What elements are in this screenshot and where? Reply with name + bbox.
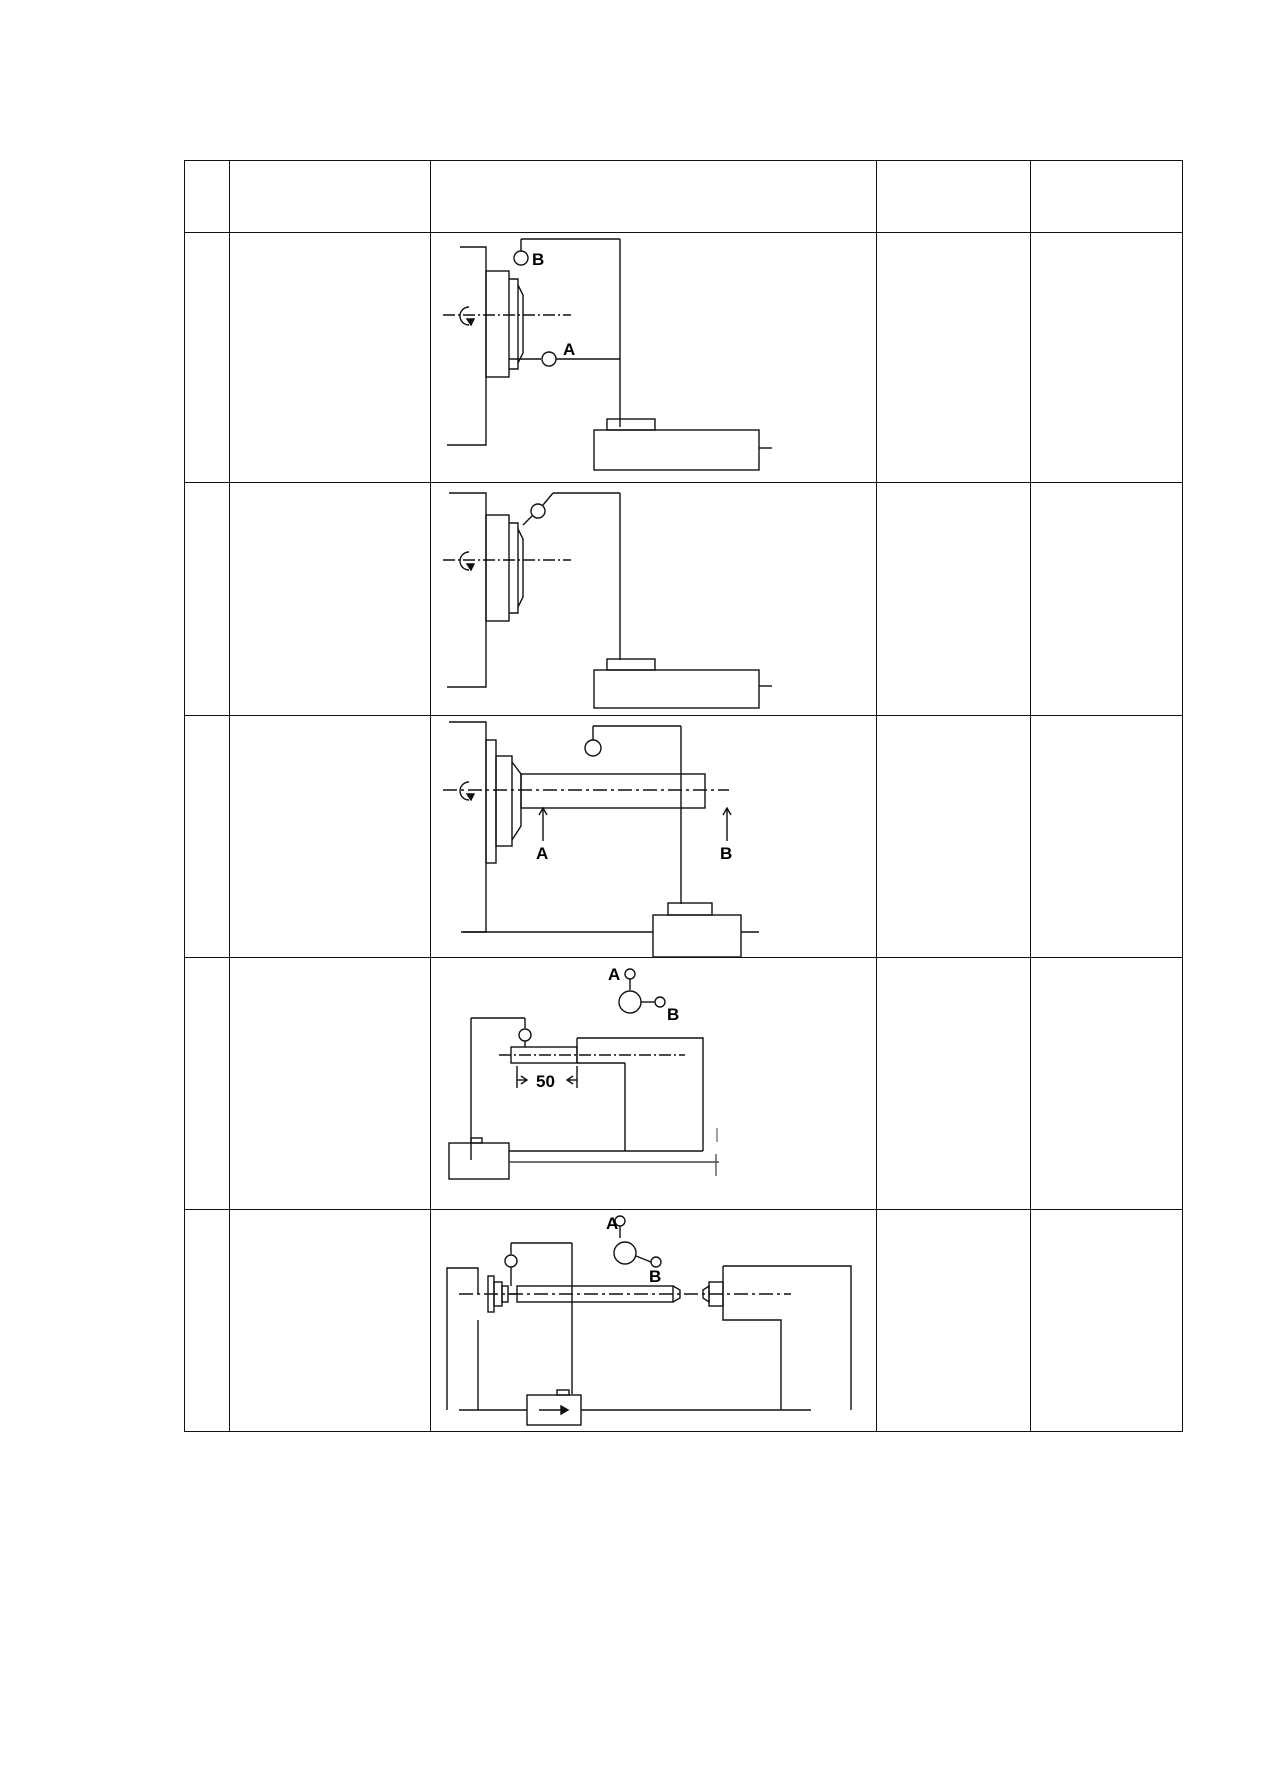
label-b: B (649, 1267, 661, 1286)
row-no (184, 957, 230, 1210)
label-a: A (606, 1214, 618, 1233)
label-a: A (536, 844, 548, 863)
row-result (1030, 232, 1183, 483)
spindle-face-svg (443, 492, 772, 709)
row-tolerance (876, 715, 1031, 958)
row-result (1030, 482, 1183, 716)
label-a: A (608, 965, 620, 984)
row-item (229, 1209, 431, 1432)
label-a: A (563, 340, 575, 359)
row-tolerance (876, 482, 1031, 716)
row-tolerance (876, 232, 1031, 483)
header-figure (430, 160, 877, 233)
tailstock-quill-diagram: A B 50 (430, 957, 877, 1210)
row-no (184, 482, 230, 716)
table-row (184, 482, 1183, 716)
table-row: A B (184, 715, 1183, 958)
row-item (229, 482, 431, 716)
table-row: B A (184, 232, 1183, 483)
row-result (1030, 715, 1183, 958)
row-no (184, 715, 230, 958)
label-b: B (720, 844, 732, 863)
row-item (229, 232, 431, 483)
row-item (229, 715, 431, 958)
centers-alignment-diagram: A B (430, 1209, 877, 1432)
dimension-label: 50 (536, 1072, 555, 1091)
face-runout-svg: B A (443, 238, 772, 471)
spindle-face-diagram (430, 482, 877, 716)
row-result (1030, 1209, 1183, 1432)
table-row: A B 50 (184, 957, 1183, 1210)
row-result (1030, 957, 1183, 1210)
header-no (184, 160, 230, 233)
row-tolerance (876, 1209, 1031, 1432)
header-tolerance (876, 160, 1031, 233)
label-b: B (667, 1005, 679, 1024)
row-no (184, 1209, 230, 1432)
row-tolerance (876, 957, 1031, 1210)
table-header-row (184, 160, 1183, 233)
header-result (1030, 160, 1183, 233)
mandrel-runout-svg: A B (443, 721, 759, 957)
label-b: B (532, 250, 544, 269)
row-item (229, 957, 431, 1210)
row-no (184, 232, 230, 483)
tailstock-quill-svg: A B 50 (448, 965, 719, 1180)
header-item (229, 160, 431, 233)
centers-alignment-svg: A B (446, 1214, 852, 1426)
mandrel-runout-diagram: A B (430, 715, 877, 958)
table-row: A B (184, 1209, 1183, 1432)
inspection-table: B A (184, 160, 1183, 1432)
face-runout-diagram: B A (430, 232, 877, 483)
